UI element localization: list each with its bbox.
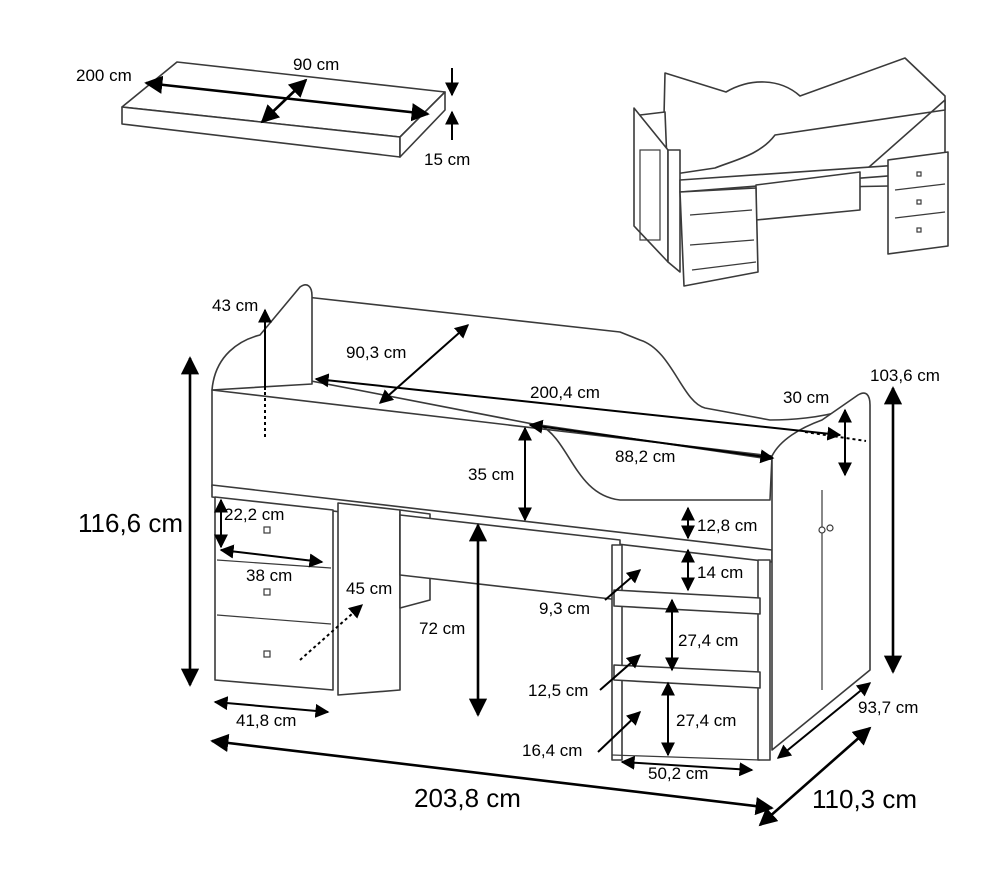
drawer-width-label: 38 cm	[246, 566, 292, 585]
mattress-height-label: 15 cm	[424, 150, 470, 169]
total-depth-label: 110,3 cm	[812, 784, 917, 814]
desk-depth-dash	[299, 604, 364, 661]
drawer-height-label: 22,2 cm	[224, 505, 284, 524]
step-height-1-label: 27,4 cm	[678, 631, 738, 650]
desk-depth-label: 45 cm	[346, 579, 392, 598]
cutout-length-label: 88,2 cm	[615, 447, 675, 466]
drawer-width-arrow	[219, 544, 324, 568]
cabinet-width-label: 41,8 cm	[236, 711, 296, 730]
total-length-arrow	[210, 733, 774, 816]
step-height-2-label: 27,4 cm	[676, 711, 736, 730]
mattress-width-arrow	[260, 78, 308, 124]
inner-length-label: 200,4 cm	[530, 383, 600, 402]
step-depth-1-label: 9,3 cm	[539, 599, 590, 618]
guard-height-label: 30 cm	[783, 388, 829, 407]
total-height-left-label: 116,6 cm	[78, 508, 183, 538]
cutout-length-arrow	[528, 419, 775, 464]
headboard-height-label: 43 cm	[212, 296, 258, 315]
total-depth-arrow	[758, 726, 872, 827]
guard-height-dash	[804, 431, 867, 442]
step-depth-3-label: 16,4 cm	[522, 741, 582, 760]
inner-width-label: 90,3 cm	[346, 343, 406, 362]
step-top-label: 14 cm	[697, 563, 743, 582]
total-height-right-label: 103,6 cm	[870, 366, 940, 385]
bed-preview-drawing	[633, 57, 949, 287]
rail-height-label: 35 cm	[468, 465, 514, 484]
step-depth-2-arrow	[599, 654, 642, 691]
cabinet-width-arrow	[213, 696, 330, 718]
desk-height-label: 72 cm	[419, 619, 465, 638]
cabinet-depth-label: 93,7 cm	[858, 698, 918, 717]
mattress-width-label: 90 cm	[293, 55, 339, 74]
step-depth-2-label: 12,5 cm	[528, 681, 588, 700]
step-depth-1-arrow	[604, 569, 642, 601]
frame-thickness-label: 12,8 cm	[697, 516, 757, 535]
mattress-length-label: 200 cm	[76, 66, 132, 85]
total-length-label: 203,8 cm	[414, 783, 521, 813]
ladder-width-label: 50,2 cm	[648, 764, 708, 783]
